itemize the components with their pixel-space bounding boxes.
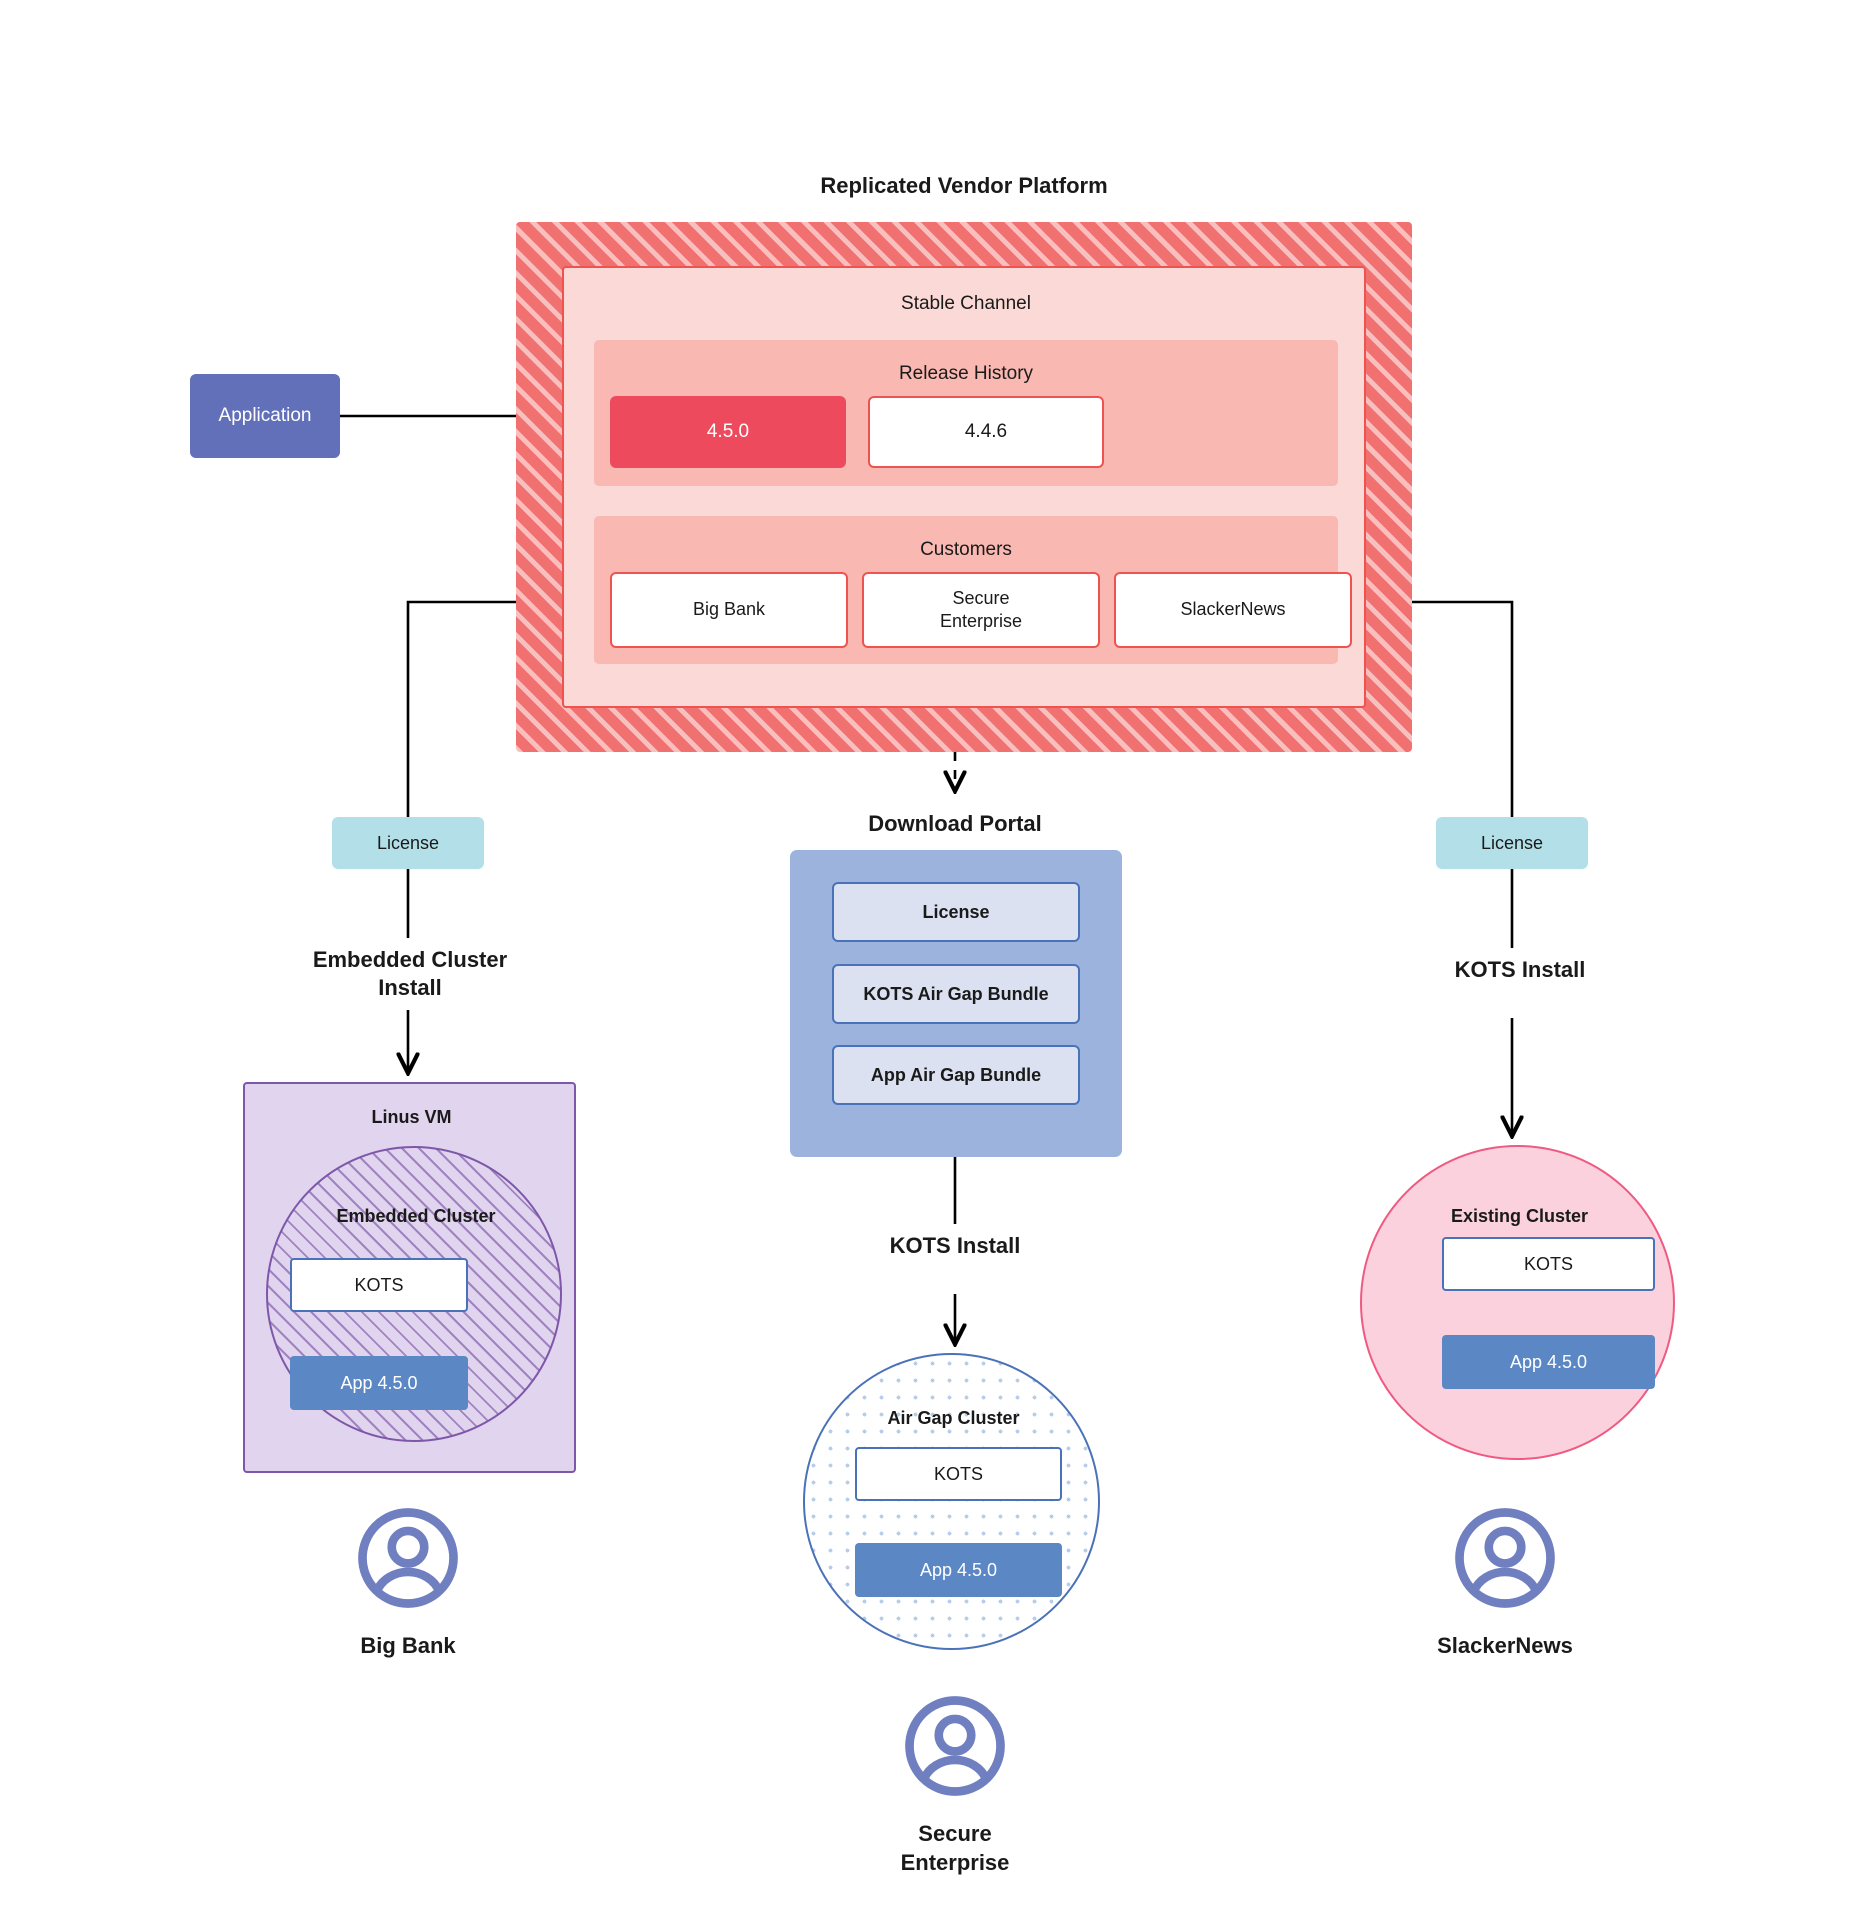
stable-channel-title: Stable Channel — [901, 293, 1031, 314]
release-list: 4.5.0 4.4.6 — [610, 396, 1104, 468]
customer-item-slackernews[interactable]: SlackerNews — [1114, 572, 1352, 648]
user-avatar-icon — [1455, 1508, 1555, 1608]
page-title: Replicated Vendor Platform — [820, 173, 1108, 198]
stable-channel-container: Stable Channel Release History 4.5.0 4.4… — [562, 266, 1366, 708]
linux-vm-container: Linus VM Embedded Cluster KOTS App 4.5.0 — [243, 1082, 576, 1473]
application-node[interactable]: Application — [190, 374, 340, 458]
user-label-secure-enterprise: Secure Enterprise — [900, 1821, 1010, 1875]
user-label-big-bank: Big Bank — [360, 1633, 456, 1658]
license-chip-left[interactable]: License — [332, 817, 484, 869]
user-label-slackernews: SlackerNews — [1437, 1633, 1573, 1658]
release-history-title: Release History — [898, 363, 1034, 384]
embedded-cluster-circle: Embedded Cluster KOTS App 4.5.0 — [266, 1146, 562, 1442]
existing-cluster-app-box[interactable]: App 4.5.0 — [1442, 1335, 1655, 1389]
linux-vm-title: Linus VM — [371, 1107, 452, 1127]
portal-item-license[interactable]: License — [832, 882, 1080, 942]
existing-cluster-circle: Existing Cluster KOTS App 4.5.0 — [1360, 1145, 1675, 1460]
embedded-cluster-kots-box[interactable]: KOTS — [290, 1258, 468, 1312]
portal-item-kots-air-gap-bundle[interactable]: KOTS Air Gap Bundle — [832, 964, 1080, 1024]
existing-cluster-title: Existing Cluster — [1450, 1206, 1589, 1226]
release-item-past[interactable]: 4.4.6 — [868, 396, 1104, 468]
edge-label-kots-install-center: KOTS Install — [889, 1233, 1021, 1258]
air-gap-cluster-circle: Air Gap Cluster KOTS App 4.5.0 — [803, 1353, 1100, 1650]
user-node-slackernews: SlackerNews — [1365, 1506, 1645, 1661]
customer-item-secure-enterprise[interactable]: Secure Enterprise — [862, 572, 1100, 648]
existing-cluster-kots-box[interactable]: KOTS — [1442, 1237, 1655, 1291]
customer-item-big-bank[interactable]: Big Bank — [610, 572, 848, 648]
embedded-cluster-app-box[interactable]: App 4.5.0 — [290, 1356, 468, 1410]
download-portal-title: Download Portal — [868, 811, 1042, 836]
download-portal-panel: License KOTS Air Gap Bundle App Air Gap … — [790, 850, 1122, 1157]
vendor-platform-container: Stable Channel Release History 4.5.0 4.4… — [516, 222, 1412, 752]
release-item-current[interactable]: 4.5.0 — [610, 396, 846, 468]
customer-list: Big Bank Secure Enterprise SlackerNews — [610, 572, 1352, 648]
user-avatar-icon — [358, 1508, 458, 1608]
license-chip-right[interactable]: License — [1436, 817, 1588, 869]
edge-label-kots-install-right: KOTS Install — [1454, 957, 1586, 982]
air-gap-cluster-app-box[interactable]: App 4.5.0 — [855, 1543, 1062, 1597]
release-history-section: Release History 4.5.0 4.4.6 — [594, 340, 1338, 486]
air-gap-cluster-kots-box[interactable]: KOTS — [855, 1447, 1062, 1501]
user-node-secure-enterprise: Secure Enterprise — [815, 1694, 1095, 1877]
air-gap-cluster-title: Air Gap Cluster — [887, 1408, 1020, 1428]
embedded-cluster-title: Embedded Cluster — [336, 1206, 496, 1226]
user-avatar-icon — [905, 1696, 1005, 1796]
user-node-big-bank: Big Bank — [268, 1506, 548, 1661]
edge-label-embedded-cluster-install: Embedded Cluster Install — [312, 947, 508, 1000]
portal-item-app-air-gap-bundle[interactable]: App Air Gap Bundle — [832, 1045, 1080, 1105]
customers-title: Customers — [920, 539, 1012, 560]
customers-section: Customers Big Bank Secure Enterprise Sla… — [594, 516, 1352, 664]
